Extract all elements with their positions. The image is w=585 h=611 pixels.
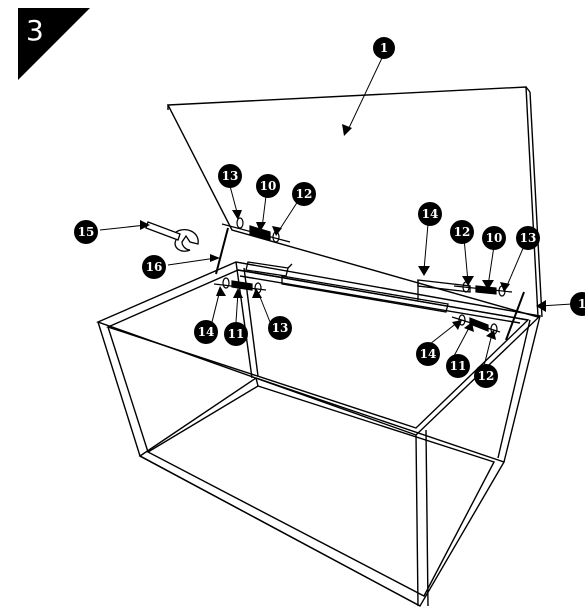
callout-label: 11 — [228, 327, 245, 341]
step-badge: 3 — [18, 8, 90, 80]
callout-label: 12 — [478, 369, 495, 383]
callout-13-right: 13 — [516, 226, 540, 250]
callout-1: 1 — [373, 37, 395, 59]
callout-11-left: 11 — [224, 322, 248, 346]
hardware — [213, 217, 525, 341]
callout-label: 14 — [422, 207, 439, 221]
callout-label: 16 — [146, 260, 163, 274]
bolt-icon — [231, 280, 253, 291]
callout-16-right: 14 — [416, 342, 440, 366]
callout-label: 14 — [198, 325, 215, 339]
callout-label: 13 — [272, 321, 289, 335]
callout-label: 15 — [78, 225, 95, 239]
callout-1-label: 1 — [380, 41, 388, 55]
callout-partial-edge: 1 — [570, 292, 585, 316]
arrow-heads — [140, 124, 546, 340]
box-frame — [96, 261, 542, 607]
callout-label: 12 — [296, 187, 313, 201]
callout-16: 16 — [142, 255, 166, 279]
callout-10-left: 10 — [256, 174, 280, 198]
washer-icon — [458, 314, 466, 326]
callout-13-top-left: 13 — [218, 164, 242, 188]
leader-lines — [99, 57, 573, 367]
callout-13-lower-left: 13 — [268, 316, 292, 340]
callout-label: 14 — [420, 347, 437, 361]
callout-10-right: 10 — [482, 226, 506, 250]
step-number: 3 — [26, 14, 44, 47]
callout-label: 12 — [454, 225, 471, 239]
callout-12-right: 12 — [450, 220, 474, 244]
callout-label: 10 — [486, 231, 503, 245]
wrench-icon — [145, 221, 199, 252]
callout-label: 1 — [578, 297, 585, 311]
callout-12-lower-right: 12 — [474, 364, 498, 388]
washer-icon — [222, 277, 230, 289]
callout-label: 13 — [222, 169, 239, 183]
callout-label: 10 — [260, 179, 277, 193]
washer-icon — [236, 217, 244, 229]
callout-15: 15 — [74, 220, 98, 244]
callout-14-right-top: 14 — [418, 202, 442, 226]
callout-12-left: 12 — [292, 182, 316, 206]
callout-label: 13 — [520, 231, 537, 245]
callout-14-left: 14 — [194, 320, 218, 344]
callout-11-right: 11 — [446, 354, 470, 378]
callout-label: 11 — [450, 359, 467, 373]
hinge-bars — [245, 261, 471, 313]
